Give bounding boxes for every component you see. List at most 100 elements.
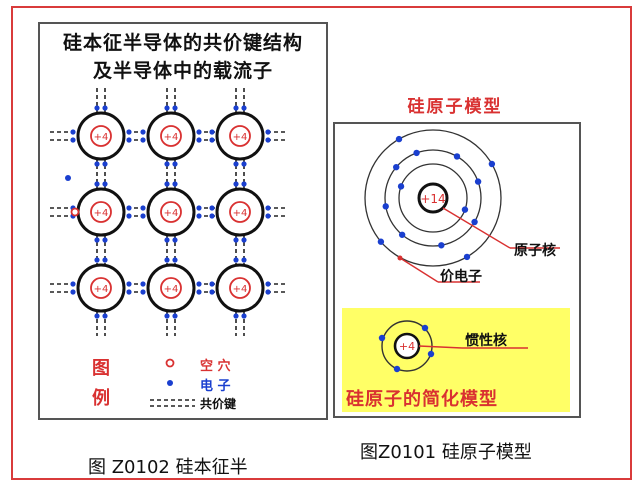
valence-electron: [164, 257, 170, 263]
simplified-electron: [393, 365, 401, 373]
electron: [398, 231, 406, 238]
atom-core: [90, 201, 112, 223]
valence-electron: [172, 105, 178, 111]
valence-electron: [70, 281, 76, 287]
valence-electron: [196, 281, 202, 287]
valence-electron: [196, 129, 202, 135]
legend-title-2: 例: [92, 388, 110, 409]
valence-electron: [233, 313, 239, 319]
atom-core-label: +4: [233, 284, 248, 295]
caption-left: 图 Z0102 硅本征半: [88, 457, 248, 478]
valence-electron: [94, 257, 100, 263]
valence-electron: [172, 313, 178, 319]
valence-electron: [172, 161, 178, 167]
valence-electron-label: 价电子: [440, 269, 482, 285]
lattice-title-line2: 及半导体中的载流子: [92, 60, 273, 82]
valence-electron: [209, 129, 215, 135]
valence-electron: [233, 105, 239, 111]
valence-electron: [94, 237, 100, 243]
electron: [397, 183, 405, 190]
valence-electron: [140, 129, 146, 135]
valence-electron: [233, 161, 239, 167]
valence-electron: [172, 181, 178, 187]
inertial-core-charge: +4: [399, 340, 415, 353]
valence-electron: [196, 289, 202, 295]
electron: [413, 149, 420, 157]
valence-electron: [241, 105, 247, 111]
valence-electron: [102, 257, 108, 263]
nucleus: [417, 182, 449, 214]
valence-electron: [126, 289, 132, 295]
valence-electron: [140, 213, 146, 219]
valence-electron: [70, 129, 76, 135]
valence-electron: [94, 313, 100, 319]
electron: [474, 178, 482, 185]
atom-core-label: +4: [164, 284, 179, 295]
simplified-electron: [421, 324, 429, 332]
nucleus-charge: +14: [420, 192, 445, 206]
atom-core-label: +4: [164, 208, 179, 219]
atom-core-label: +4: [233, 208, 248, 219]
atom-core: [160, 201, 182, 223]
simplified-model-highlight: [342, 308, 570, 412]
atom-core: [90, 277, 112, 299]
valence-electron: [94, 161, 100, 167]
valence-electron: [94, 105, 100, 111]
atom-core-label: +4: [94, 284, 109, 295]
valence-electron: [241, 257, 247, 263]
valence-electron: [126, 281, 132, 287]
valence-electron: [209, 205, 215, 211]
legend-hole-symbol: [165, 358, 175, 368]
valence-electron: [164, 313, 170, 319]
valence-electron: [126, 129, 132, 135]
hole: [70, 207, 80, 217]
atom-core: [229, 277, 251, 299]
electron: [395, 135, 403, 143]
valence-electron: [265, 129, 271, 135]
valence-electron: [164, 105, 170, 111]
valence-electron: [241, 313, 247, 319]
atom-core: [160, 277, 182, 299]
valence-electron: [172, 257, 178, 263]
valence-electron: [102, 313, 108, 319]
electron-shell: [384, 149, 482, 247]
electron: [393, 163, 400, 171]
atom-core: [90, 125, 112, 147]
valence-electron: [265, 205, 271, 211]
valence-electron: [126, 213, 132, 219]
valence-electron: [126, 205, 132, 211]
valence-electron: [196, 137, 202, 143]
valence-electron: [94, 181, 100, 187]
simplified-electron: [427, 350, 435, 358]
valence-electron: [70, 137, 76, 143]
valence-electron: [196, 213, 202, 219]
valence-electron: [164, 237, 170, 243]
valence-electron: [172, 237, 178, 243]
valence-electron: [265, 289, 271, 295]
valence-electron: [126, 137, 132, 143]
atom-core: [229, 201, 251, 223]
atom-core-label: +4: [94, 132, 109, 143]
electron: [461, 206, 469, 213]
electron: [382, 203, 389, 210]
electron: [453, 153, 461, 160]
valence-electron: [209, 289, 215, 295]
legend-electron-symbol: [167, 380, 173, 386]
legend-title-1: 图: [92, 358, 110, 379]
simplified-electron: [378, 334, 386, 342]
silicon-model-title: 硅原子模型: [407, 97, 503, 117]
valence-electron: [102, 181, 108, 187]
electron: [471, 218, 478, 226]
atom-core-label: +4: [94, 208, 109, 219]
valence-electron: [140, 289, 146, 295]
nucleus-leader: [442, 207, 511, 249]
electron: [377, 238, 385, 245]
valence-electron: [164, 161, 170, 167]
valence-electron: [233, 257, 239, 263]
valence-electron: [196, 205, 202, 211]
valence-electron: [209, 213, 215, 219]
lattice-title-line1: 硅本征半导体的共价键结构: [62, 32, 303, 54]
valence-leader-dot: [397, 255, 403, 261]
